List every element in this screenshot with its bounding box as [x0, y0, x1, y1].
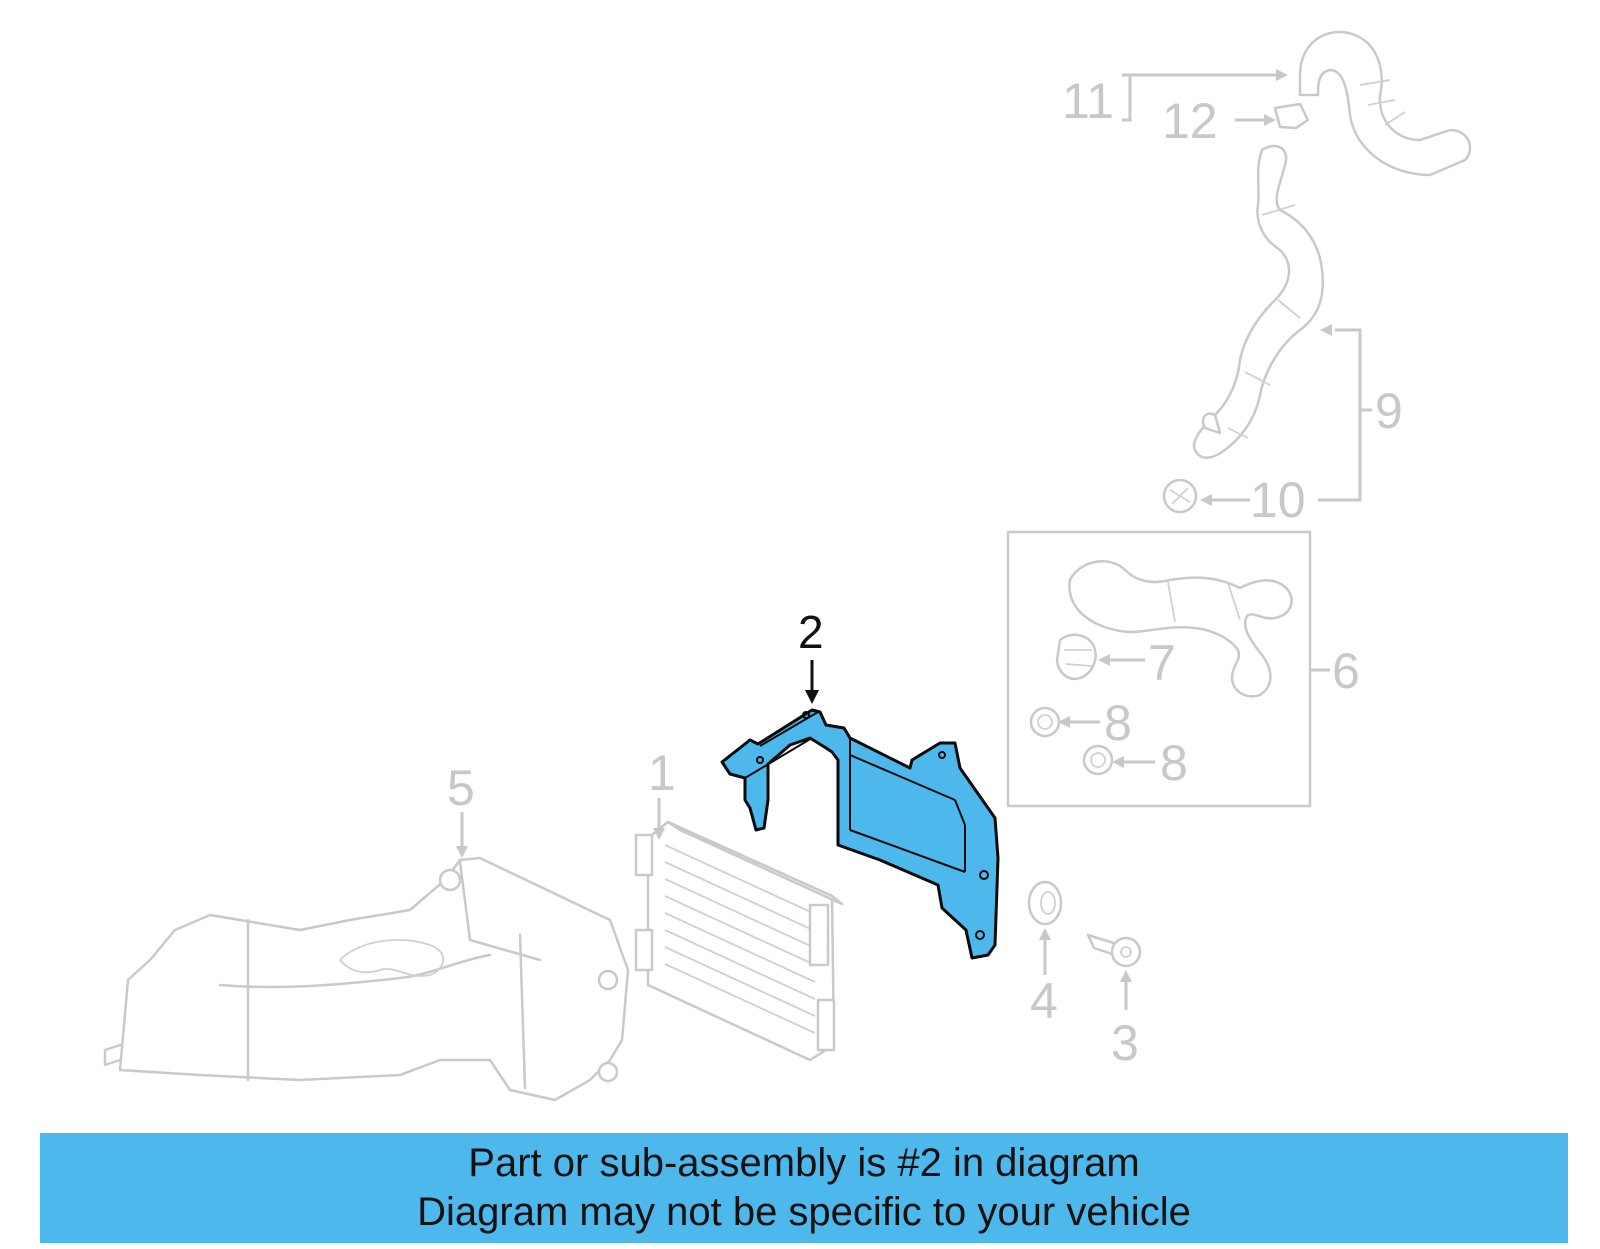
callout-9: 9: [1375, 383, 1403, 439]
callout-8-upper: 8: [1104, 695, 1132, 751]
callout-12: 12: [1162, 93, 1218, 149]
bolt-part-3: [1086, 933, 1142, 968]
callout-1: 1: [648, 745, 676, 801]
callout-10: 10: [1250, 472, 1306, 528]
clamp-part-7: [1055, 633, 1097, 681]
caption-bar-background: [40, 1133, 1568, 1243]
hose-part-9: [1192, 144, 1324, 459]
callout-6: 6: [1332, 643, 1360, 699]
bracket-part-2-highlighted: [720, 708, 1000, 960]
clamp-part-12: [1273, 102, 1310, 130]
clamp-part-10: [1162, 478, 1198, 514]
clamp-part-8-lower: [1082, 744, 1114, 776]
air-duct-part-5: [103, 856, 630, 1102]
callout-7: 7: [1148, 635, 1176, 691]
callout-3: 3: [1111, 1015, 1139, 1071]
upper-hose-part-11: [1298, 30, 1472, 177]
leader-lines: [456, 69, 1372, 1010]
callout-labels: 11 12 9 10 6 7 8 8 2 1 5 4 3: [447, 73, 1403, 1071]
caption-line-1: Part or sub-assembly is #2 in diagram: [468, 1141, 1140, 1185]
caption-bar: Part or sub-assembly is #2 in diagram Di…: [40, 1133, 1568, 1243]
callout-4: 4: [1030, 973, 1058, 1029]
caption-line-2: Diagram may not be specific to your vehi…: [417, 1190, 1191, 1234]
callout-11: 11: [1062, 73, 1114, 129]
cooler-core-part-1: [634, 820, 844, 1062]
grommet-part-4: [1027, 880, 1063, 926]
callout-2: 2: [798, 606, 824, 658]
callout-5: 5: [447, 760, 475, 816]
clamp-part-8-upper: [1029, 706, 1061, 738]
callout-8-lower: 8: [1160, 735, 1188, 791]
